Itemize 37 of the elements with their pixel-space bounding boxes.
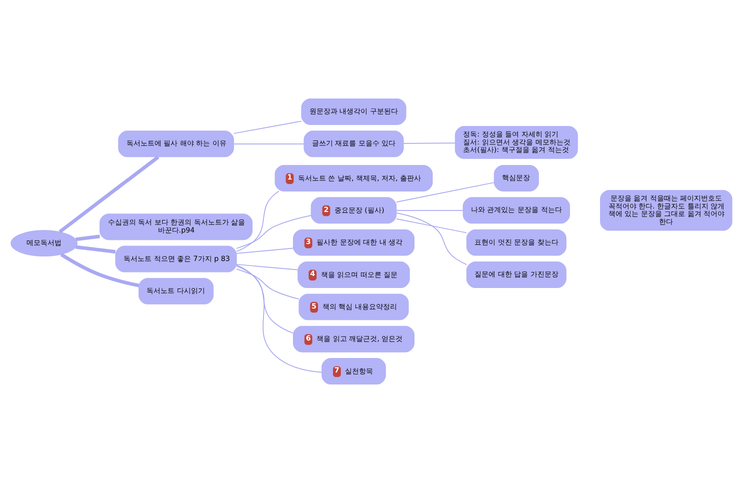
- node-box: 독서노트 다시읽기: [138, 277, 214, 304]
- node-box: 5 책의 핵심 내용요약정리: [298, 293, 409, 320]
- node-box: 표현이 멋진 문장을 찾는다: [466, 228, 566, 256]
- connector: [403, 142, 456, 144]
- node-box: 3 필사한 문장에 대한 내 생각: [292, 228, 414, 256]
- connector: [396, 218, 467, 233]
- node-box: 수십권의 독서 보다 한권의 독서노트가 삶을 바꾼다.p94: [100, 213, 253, 240]
- node-box: 핵심문장: [494, 164, 539, 191]
- connector: [75, 244, 116, 254]
- connector: [236, 268, 300, 300]
- node-box: 2 중요문장 (필사): [310, 196, 397, 224]
- node-box: 독서노트에 필사 해야 하는 이유: [118, 130, 234, 157]
- connector: [396, 212, 467, 264]
- connector: [236, 247, 294, 254]
- connector: [396, 182, 495, 202]
- node-box: 독서노트 적으면 좋은 7가지 p 83: [115, 245, 237, 272]
- connector: [58, 154, 160, 233]
- node-box: 질문에 대한 답을 가진문장: [466, 261, 566, 288]
- connector: [236, 264, 322, 372]
- node-box: 원문장과 내생각이 구분된다: [301, 98, 406, 124]
- node-ellipse: 메모독서법: [10, 230, 78, 256]
- node-box: 정독: 정성을 들여 자세히 읽기 질서: 읽으면서 생각을 메모하는것 초서(필사): 책구절을 옮겨 적는것: [454, 126, 578, 158]
- node-box: 1 독서노트 쓴 날짜, 책제목, 저자, 출판사: [274, 164, 433, 191]
- node-box: 6 책을 읽고 깨달근것, 얻은것: [292, 325, 414, 352]
- connector: [60, 252, 140, 287]
- connector: [396, 209, 464, 210]
- node-box: 문장을 옮겨 적을때는 페이지번호도 꼭적어야 한다. 한글자도 틀리지 않게 책에 있는 문장을 그대로 옮겨 적어야 한다: [600, 190, 732, 230]
- connector: [233, 120, 302, 134]
- connector: [236, 263, 298, 270]
- node-box: 글쓰기 재료를 모을수 있다: [304, 130, 404, 157]
- node-box: 7 실천항목: [322, 358, 386, 384]
- connector: [236, 265, 294, 334]
- connector: [233, 142, 304, 144]
- node-box: 나와 관계있는 문장을 적는다: [462, 196, 570, 224]
- connector: [75, 234, 100, 241]
- node-box: 4 책을 읽으며 떠오른 질문: [298, 261, 410, 288]
- connector: [236, 190, 280, 252]
